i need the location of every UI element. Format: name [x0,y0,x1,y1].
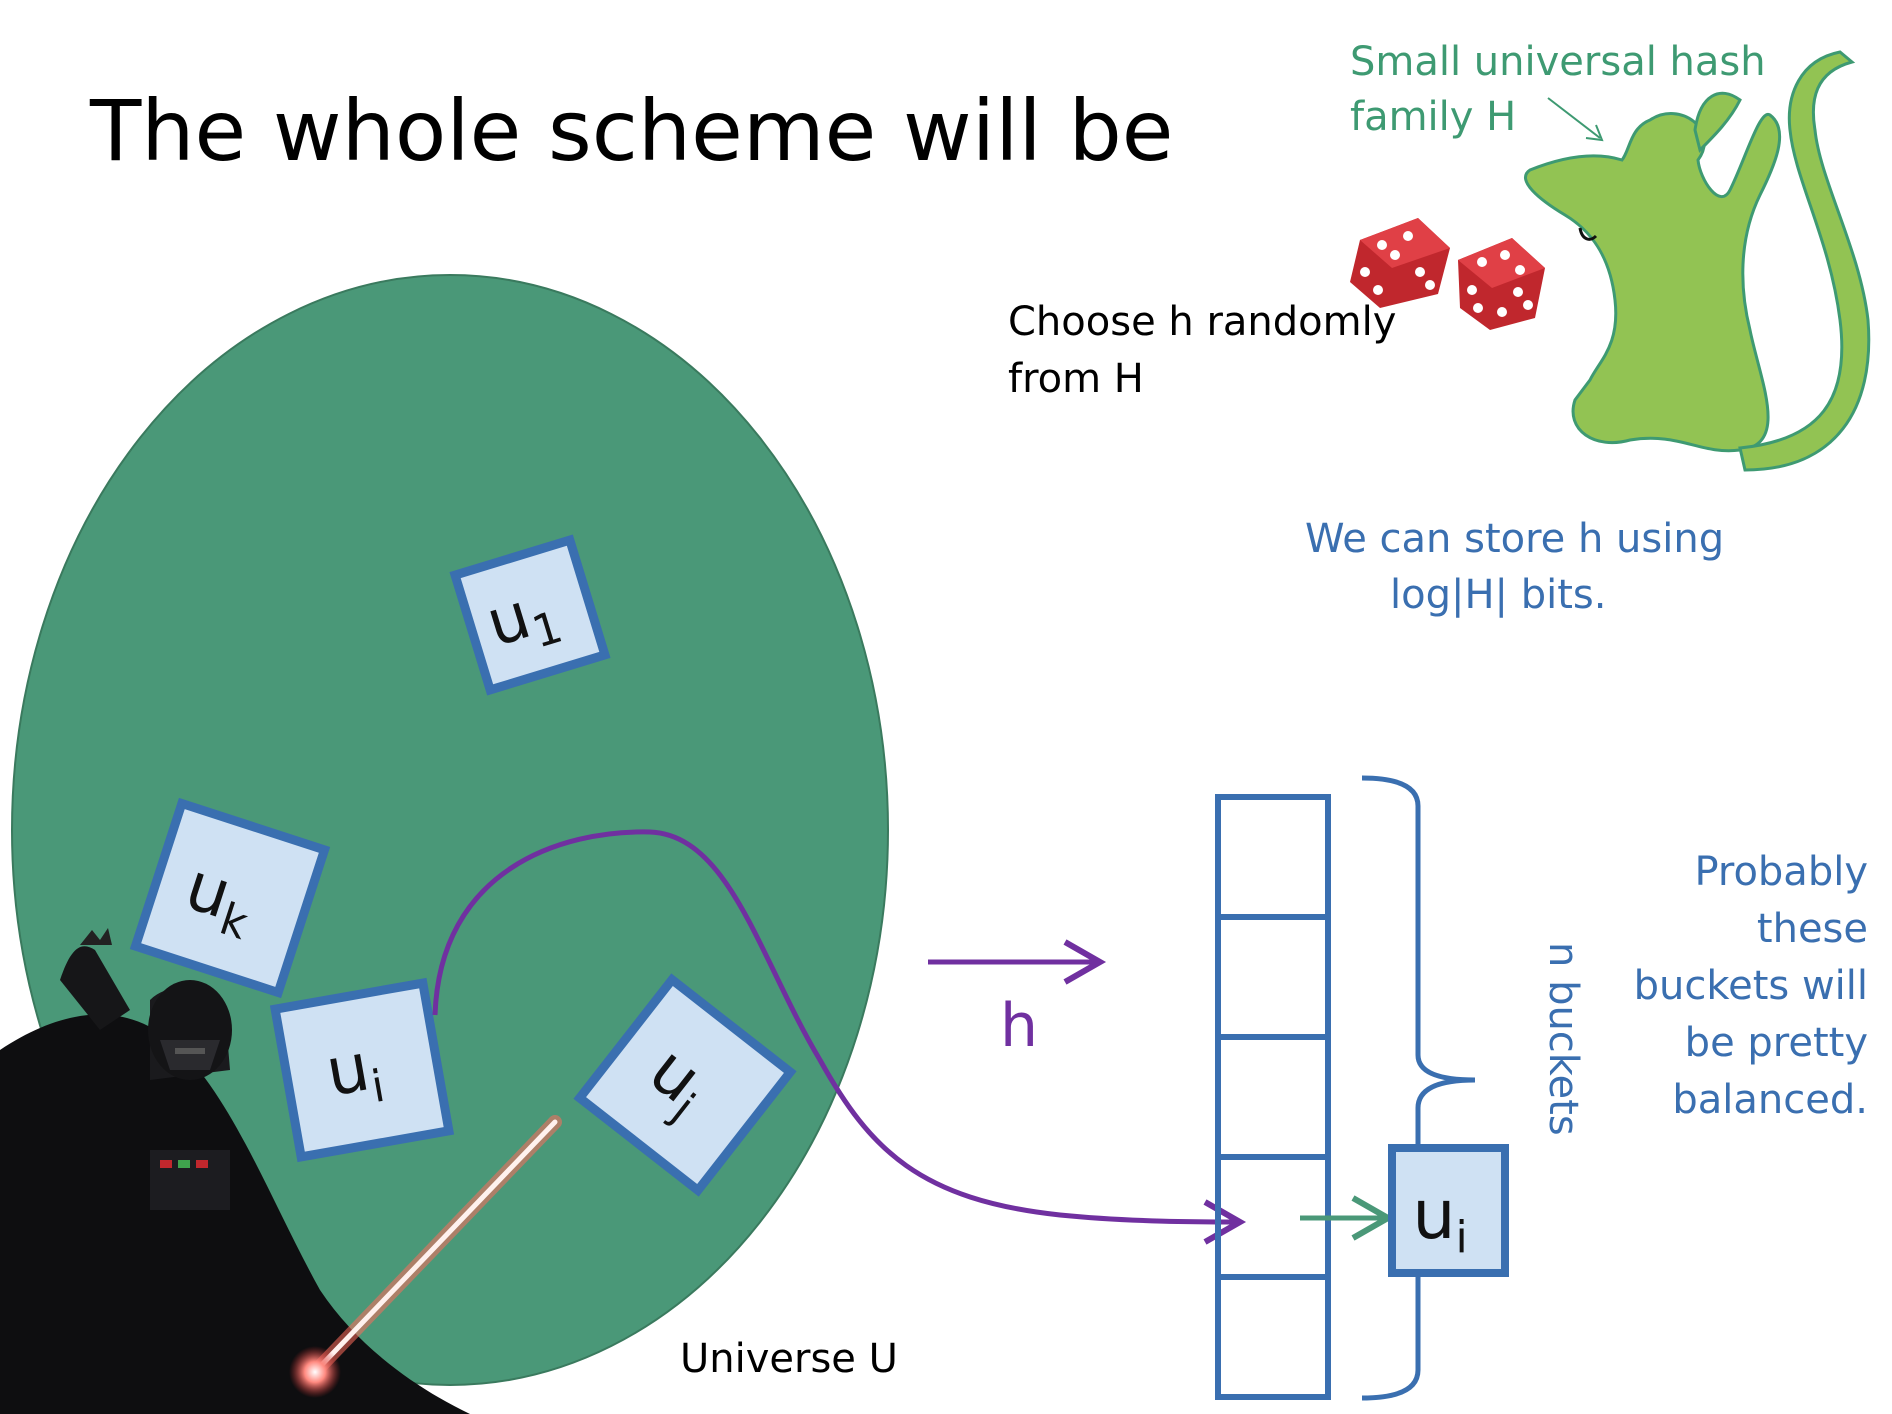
hash-function-label: h [1000,991,1038,1061]
store-note-line: We can store h using [1305,516,1724,562]
n-buckets-label: n buckets [1540,942,1586,1136]
stored-element-ui-label: ui [1412,1176,1467,1263]
balanced-note: Probably these buckets will be pretty ba… [1634,849,1868,1123]
cat-tail-icon [1738,50,1871,472]
balanced-note-line: be pretty [1685,1020,1868,1066]
bucket [1215,1034,1331,1160]
choose-note-line: Choose h randomly [1008,299,1396,345]
hash-family-pointer-head [1585,124,1604,142]
page-title: The whole scheme will be [89,82,1173,180]
lightsaber-glow-icon [289,1346,341,1398]
hash-family-note-line: family H [1350,94,1516,140]
hash-family-note: Small universal hash family H [1350,39,1766,140]
store-note-line: log|H| bits. [1390,572,1606,618]
balanced-note-line: buckets will [1634,963,1868,1009]
bucket [1215,794,1331,920]
store-note: We can store h using log|H| bits. [1305,516,1724,618]
bucket [1215,1274,1331,1400]
dice-icon [1350,218,1450,308]
lightsaber-core-icon [309,1119,558,1378]
element-uk: uk [129,797,331,999]
adversary-figure-icon [0,928,470,1414]
element-u1: u1 [449,534,611,696]
balanced-note-line: these [1757,906,1868,952]
n-buckets-brace [1361,775,1476,1401]
bucket [1215,914,1331,1040]
hash-mapping-curve [432,829,1247,1245]
choose-note-line: from H [1008,356,1144,402]
stored-element-ui: ui [1388,1144,1509,1277]
cat-hash-family-icon [1524,112,1781,453]
universe-label: Universe U [680,1336,898,1382]
element-uk-label: uk [174,847,265,950]
hash-family-note-line: Small universal hash [1350,39,1766,85]
hash-family-pointer [1547,97,1601,139]
balanced-note-line: balanced. [1672,1077,1868,1123]
element-ui: ui [269,977,455,1163]
element-uj: uj [573,973,797,1197]
choose-note: Choose h randomly from H [1008,299,1396,402]
dice-icon [1458,238,1545,330]
balanced-note-line: Probably [1694,849,1868,895]
hash-table [1215,794,1331,1400]
cat-ear-icon [1693,91,1742,153]
cat-mouth-icon [1578,227,1598,241]
